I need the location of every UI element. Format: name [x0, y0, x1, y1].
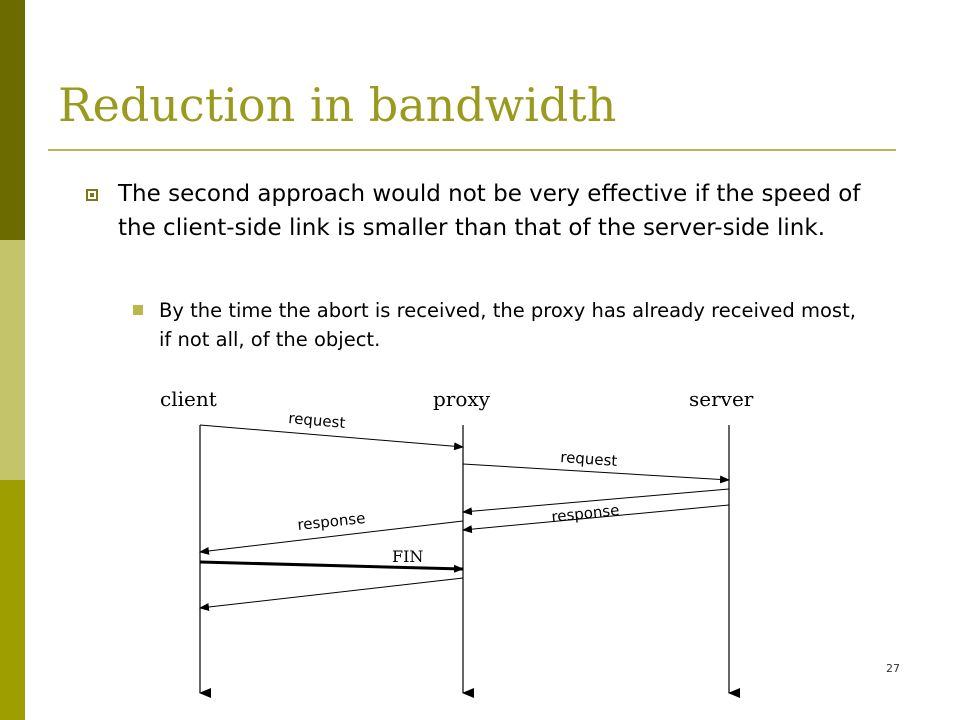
- filled-square-bullet-icon: [133, 305, 143, 315]
- data-arrow-proxy-client: [199, 577, 464, 611]
- bullet-level1-text: The second approach would not be very ef…: [118, 181, 861, 241]
- request-arrow-proxy-server: [462, 463, 730, 484]
- response-arrow-server-proxy-2: [462, 504, 730, 534]
- actor-label-client: client: [160, 387, 217, 411]
- actor-label-server: server: [689, 387, 754, 411]
- slide-title: Reduction in bandwidth: [58, 78, 617, 132]
- bullet-level2-text: By the time the abort is received, the p…: [159, 299, 856, 351]
- message-label-response-1: response: [297, 509, 367, 534]
- message-label-request-1: request: [288, 409, 346, 432]
- response-arrow-proxy-client: [199, 520, 464, 555]
- request-arrow-client-proxy: [199, 424, 464, 451]
- bullet-level2: By the time the abort is received, the p…: [133, 296, 873, 354]
- message-label-fin: FIN: [392, 547, 423, 566]
- sidebar-band-middle: [0, 240, 25, 480]
- response-arrow-server-proxy-1: [462, 488, 730, 516]
- sidebar-band-top: [0, 0, 25, 240]
- sidebar-decoration: [0, 0, 25, 720]
- message-label-request-2: request: [560, 448, 618, 470]
- message-label-response-2: response: [551, 501, 621, 526]
- page-number: 27: [886, 662, 900, 675]
- sidebar-band-bottom: [0, 480, 25, 720]
- fin-arrow-client-proxy: [199, 560, 464, 573]
- bullet-level1: The second approach would not be very ef…: [86, 177, 886, 245]
- title-divider: [48, 149, 896, 151]
- square-bullet-icon: [86, 189, 98, 201]
- actor-label-proxy: proxy: [433, 387, 491, 411]
